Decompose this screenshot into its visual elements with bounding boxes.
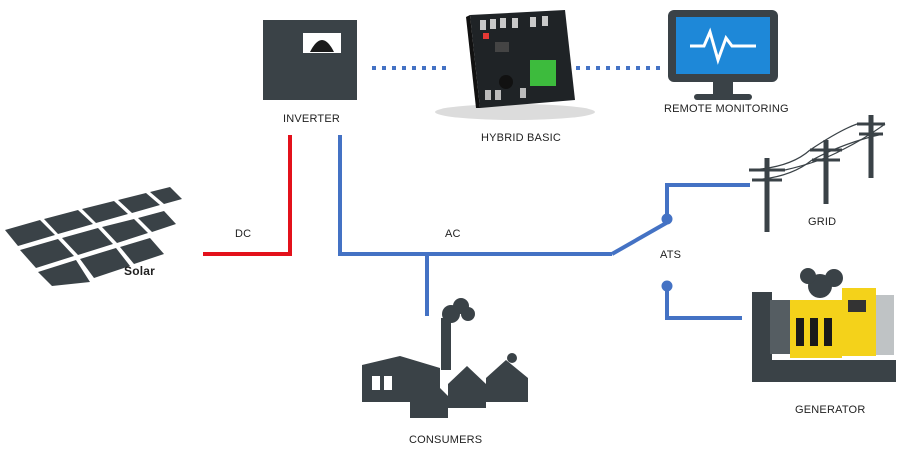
grid-label: GRID <box>808 216 837 228</box>
dc-label: DC <box>235 228 252 240</box>
remote-monitoring-label: REMOTE MONITORING <box>664 103 789 115</box>
consumers-label: CONSUMERS <box>409 434 483 446</box>
hybrid-basic-label: HYBRID BASIC <box>481 132 562 144</box>
ats-label: ATS <box>660 249 682 261</box>
ac-label: AC <box>445 228 461 240</box>
solar-label: Solar <box>124 264 156 278</box>
controller-board-icon <box>435 10 595 120</box>
monitor-icon <box>668 10 778 100</box>
inverter-icon <box>263 20 357 100</box>
power-pole-icon <box>748 115 886 232</box>
solar-panel-icon <box>5 187 182 286</box>
generator-icon <box>752 268 896 382</box>
generator-label: GENERATOR <box>795 404 866 416</box>
factory-icon <box>362 298 528 418</box>
ac-line <box>338 135 750 320</box>
inverter-label: INVERTER <box>283 113 341 125</box>
dc-line <box>203 135 292 256</box>
